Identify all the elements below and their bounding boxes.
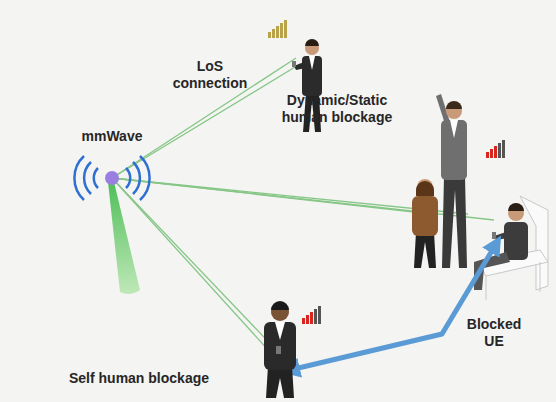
signal-icon (302, 306, 321, 324)
person-figure (474, 203, 528, 290)
antenna-symbol (74, 156, 149, 200)
person-figure (436, 94, 467, 268)
signal-icon (268, 20, 287, 38)
label-text: Blocked UE (458, 316, 530, 350)
person-figure (412, 179, 438, 268)
label-text: Dynamic/Static human blockage (262, 92, 412, 126)
blockage-arrow (290, 244, 496, 370)
person-figure (264, 301, 296, 398)
ray-lines (112, 58, 494, 358)
chair (478, 196, 548, 300)
signal-icon (486, 140, 505, 158)
label-text: LoS connection (160, 58, 260, 92)
label-text: Self human blockage (44, 370, 234, 387)
beam (108, 182, 140, 294)
label-text: mmWave (72, 128, 152, 145)
